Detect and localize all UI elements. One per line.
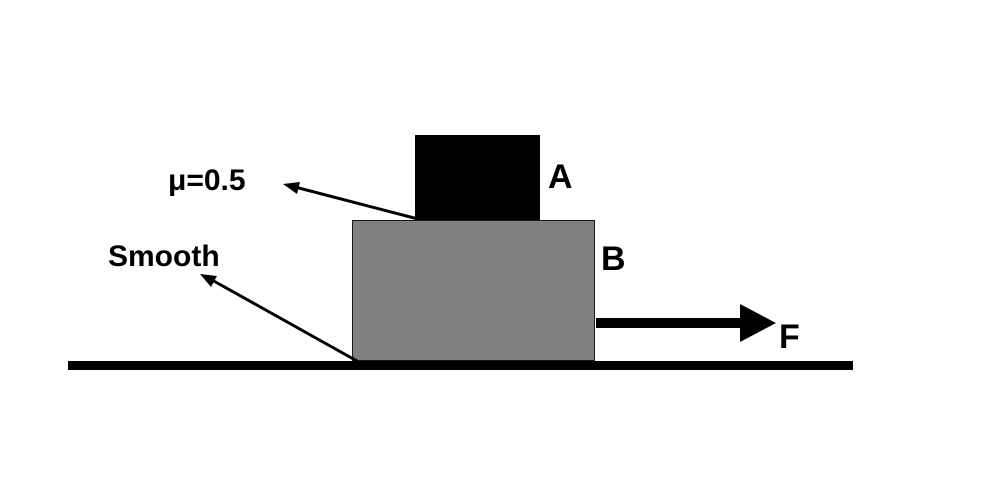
block-b-label: B bbox=[601, 240, 626, 278]
friction-arrow-line bbox=[294, 185, 419, 221]
block-a bbox=[415, 135, 540, 220]
smooth-arrow-head-icon bbox=[200, 274, 217, 287]
smooth-arrow-line bbox=[211, 278, 358, 363]
ground-line bbox=[68, 361, 853, 370]
force-label: F bbox=[779, 318, 800, 356]
block-a-label: A bbox=[548, 158, 573, 196]
smooth-surface-label: Smooth bbox=[108, 240, 220, 273]
friction-arrow-head-icon bbox=[283, 182, 300, 194]
block-b bbox=[352, 220, 595, 361]
friction-coefficient-label: μ=0.5 bbox=[168, 164, 246, 197]
force-arrow-head-icon bbox=[740, 304, 776, 342]
